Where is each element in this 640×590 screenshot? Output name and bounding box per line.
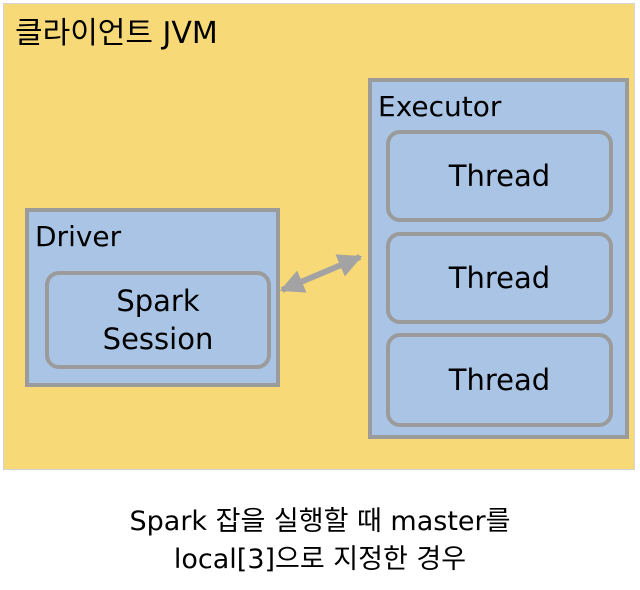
- executor-box: Executor Thread Thread Thread: [368, 78, 629, 439]
- driver-box: Driver Spark Session: [25, 208, 280, 387]
- thread-box: Thread: [386, 333, 613, 427]
- spark-session-box: Spark Session: [45, 271, 271, 369]
- driver-title: Driver: [35, 220, 122, 253]
- jvm-title: 클라이언트 JVM: [15, 16, 218, 51]
- executor-title: Executor: [378, 90, 502, 123]
- client-jvm-container: 클라이언트 JVM Driver Spark Session Executor …: [3, 3, 635, 470]
- diagram-caption: Spark 잡을 실행할 때 master를 local[3]으로 지정한 경우: [129, 506, 511, 575]
- thread-box: Thread: [386, 130, 613, 222]
- thread-box: Thread: [386, 232, 613, 324]
